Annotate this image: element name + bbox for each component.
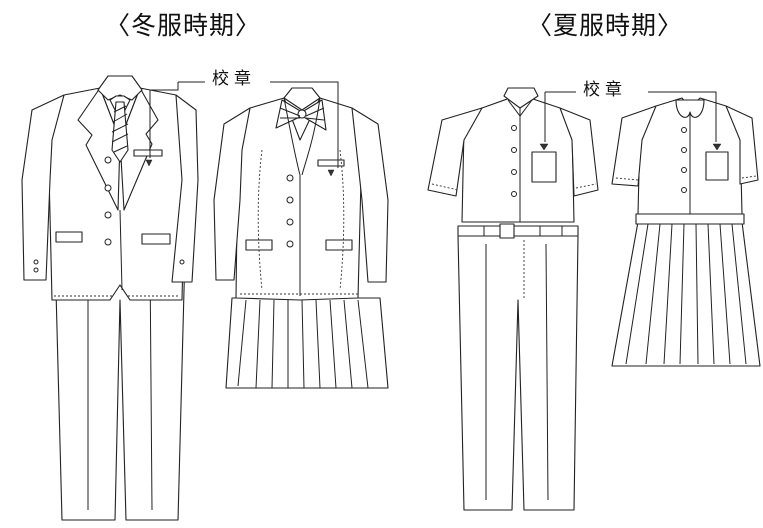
winter-period-heading: 〈冬服時期〉 — [105, 11, 262, 40]
badge-leader-lines — [150, 82, 716, 168]
summer-school-badge-label: 校章 — [583, 80, 627, 100]
winter-boys-school-badge — [146, 160, 152, 166]
winter-school-badge-label: 校章 — [212, 69, 256, 89]
winter-girls-uniform — [214, 88, 388, 388]
summer-boys-trousers — [458, 236, 578, 510]
summer-boys-school-badge — [540, 144, 548, 150]
summer-girls-skirt — [612, 222, 760, 366]
summer-boys-uniform — [428, 88, 598, 510]
summer-girls-uniform — [612, 98, 760, 366]
winter-girls-school-badge — [328, 170, 334, 176]
summer-girls-school-badge — [713, 144, 721, 150]
winter-girls-skirt — [226, 298, 388, 388]
winter-boys-uniform — [22, 76, 198, 520]
summer-period-heading: 〈夏服時期〉 — [527, 11, 684, 40]
winter-boys-tie — [112, 102, 128, 162]
summer-boys-shirt — [462, 98, 574, 222]
